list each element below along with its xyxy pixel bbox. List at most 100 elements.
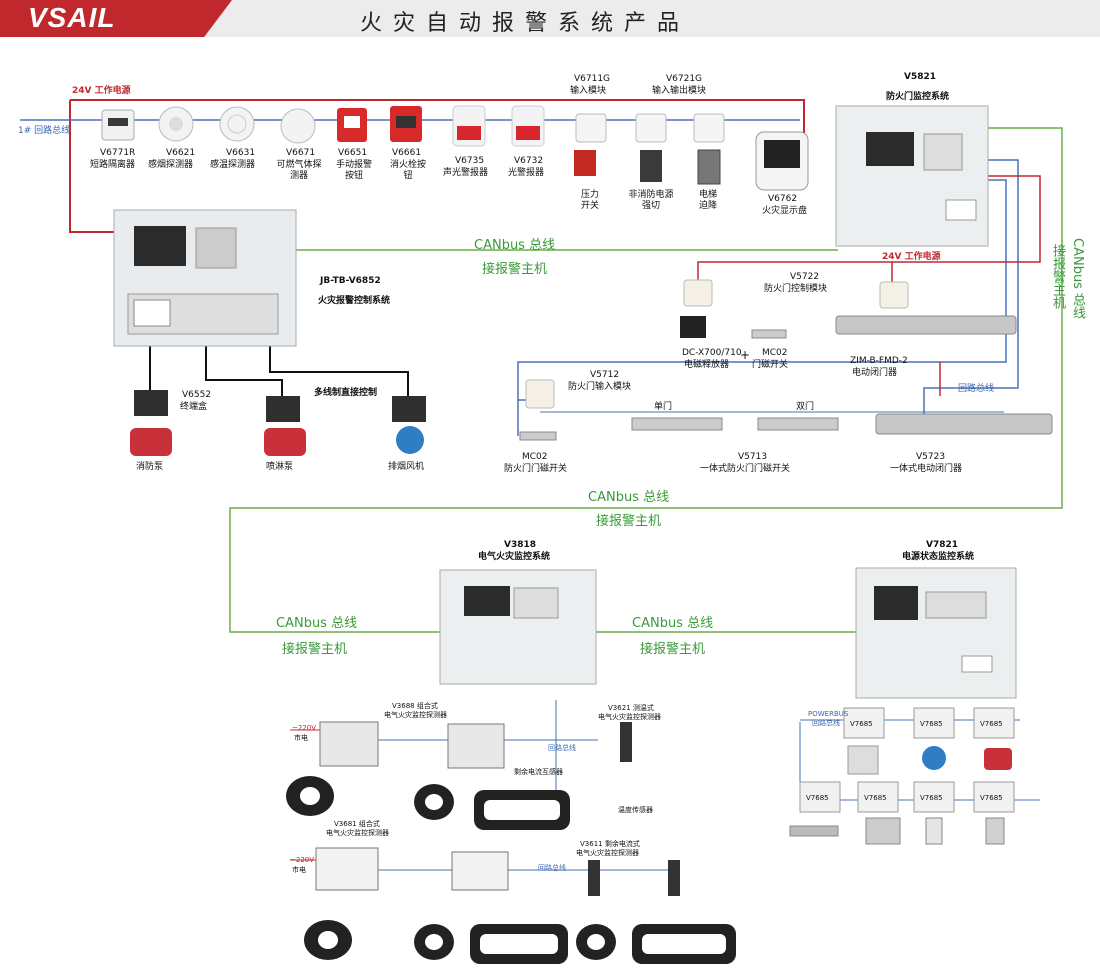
v6552-name: 终端盒	[180, 402, 208, 412]
v3611-model: V3611 剩余电流式	[580, 840, 640, 848]
dc-model: DC-X700/710	[682, 348, 742, 358]
v7685-4: V7685	[864, 794, 887, 802]
mid-host-label: 接报警主机	[596, 514, 662, 529]
power-cut-label: 非消防电源强切	[628, 190, 674, 211]
v3621-name: 电气火灾监控探测器	[598, 713, 661, 721]
device-name-5: 消火栓按钮	[390, 160, 427, 181]
left-canbus-label: CANbus 总线	[276, 616, 358, 631]
v6721g-name: 输入输出模块	[652, 86, 707, 96]
fan-label: 排烟风机	[388, 462, 425, 472]
v7821-model: V7821	[926, 540, 959, 550]
vertical-host-label: 接报警主机	[1050, 244, 1065, 309]
v7685-0: V7685	[850, 720, 873, 728]
v6762-model: V6762	[768, 194, 798, 204]
device-name-3: 可燃气体探测器	[276, 160, 322, 181]
v3688-model: V3688 组合式	[392, 702, 438, 710]
elevator-label: 电梯迫降	[698, 190, 717, 211]
door-power-label: 24V 工作电源	[882, 252, 941, 262]
v7685-6: V7685	[980, 794, 1003, 802]
device-name-2: 感温探测器	[210, 160, 256, 170]
main-panel-model: JB-TB-V6852	[320, 276, 381, 286]
elec-loop-label: 回路总线	[548, 744, 576, 752]
v5722-model: V5722	[790, 272, 820, 282]
right-canbus-label: CANbus 总线	[632, 616, 714, 631]
v6721g-model: V6721G	[666, 74, 703, 84]
multiline-control-label: 多线制直接控制	[314, 388, 378, 398]
v5712-model: V5712	[590, 370, 620, 380]
device-name-6: 声光警报器	[443, 168, 489, 178]
page-title: 火 灾 自 动 报 警 系 统 产 品	[360, 11, 681, 36]
v3818-name: 电气火灾监控系统	[478, 552, 551, 562]
mains1-label: ~220V	[292, 724, 317, 732]
powerbus-label: POWERBUS 回路总线	[808, 710, 849, 727]
mains2b-label: 市电	[292, 866, 306, 874]
right-host-label: 接报警主机	[640, 642, 706, 657]
mc02a-name: 门磁开关	[752, 360, 789, 370]
device-model-2: V6631	[226, 148, 256, 158]
device-name-0: 短路隔离器	[90, 160, 136, 170]
residual-label: 剩余电流互感器	[514, 768, 563, 776]
power-label: 24V 工作电源	[72, 86, 131, 96]
device-model-1: V6621	[166, 148, 196, 158]
mc02a-model: MC02	[762, 348, 788, 358]
device-model-6: V6735	[455, 156, 485, 166]
v3611-name: 电气火灾监控探测器	[576, 849, 639, 857]
pump2-label: 喷淋泵	[266, 462, 294, 472]
device-model-4: V6651	[338, 148, 368, 158]
v7685-5: V7685	[920, 794, 943, 802]
v3688-name: 电气火灾监控探测器	[384, 711, 447, 719]
plus-sign: +	[740, 348, 751, 362]
pump1-label: 消防泵	[136, 462, 164, 472]
v5713-model: V5713	[738, 452, 768, 462]
v6552-model: V6552	[182, 390, 212, 400]
mc02b-name: 防火门门磁开关	[504, 464, 568, 474]
v3621-model: V3621 测温式	[608, 704, 654, 712]
double-door-label: 双门	[796, 402, 815, 412]
mains1b-label: 市电	[294, 734, 308, 742]
top-host-label: 接报警主机	[482, 262, 548, 277]
elec-loop2-label: 回路总线	[538, 864, 566, 872]
left-host-label: 接报警主机	[282, 642, 348, 657]
loop-label: 1# 回路总线	[18, 126, 71, 136]
device-model-7: V6732	[514, 156, 544, 166]
v7685-1: V7685	[920, 720, 943, 728]
device-model-5: V6661	[392, 148, 422, 158]
v5713-name: 一体式防火门门磁开关	[700, 464, 791, 474]
brand-logo: VSAIL	[28, 2, 116, 33]
v7685-2: V7685	[980, 720, 1003, 728]
device-model-3: V6671	[286, 148, 316, 158]
main-panel-name: 火灾报警控制系统	[318, 296, 391, 306]
device-name-4: 手动报警按钮	[335, 160, 372, 181]
door-loop-label: 回路总线	[958, 384, 995, 394]
v3681-model: V3681 组合式	[334, 820, 380, 828]
vertical-canbus-label: CANbus 总线	[1070, 238, 1085, 320]
device-name-7: 光警报器	[508, 168, 545, 178]
temp-sensor-label: 温度传感器	[618, 806, 653, 814]
device-model-0: V6771R	[100, 148, 136, 158]
v5821-model: V5821	[904, 72, 937, 82]
single-door-label: 单门	[654, 402, 673, 412]
v7685-3: V7685	[806, 794, 829, 802]
v6711g-name: 输入模块	[570, 86, 607, 96]
v5821-name: 防火门监控系统	[886, 92, 950, 102]
v3681-name: 电气火灾监控探测器	[326, 829, 389, 837]
v7821-name: 电源状态监控系统	[902, 552, 975, 562]
v6711g-model: V6711G	[574, 74, 611, 84]
device-name-1: 感烟探测器	[148, 160, 194, 170]
mc02b-model: MC02	[522, 452, 548, 462]
v5723-model: V5723	[916, 452, 946, 462]
pressure-switch-label: 压力开关	[580, 190, 599, 211]
zim-name: 电动闭门器	[852, 368, 898, 378]
v5722-name: 防火门控制模块	[764, 284, 828, 294]
v6762-name: 火灾显示盘	[762, 206, 808, 216]
mid-canbus-label: CANbus 总线	[588, 490, 670, 505]
brand-logo-bg	[0, 0, 232, 37]
v5723-name: 一体式电动闭门器	[890, 464, 963, 474]
mains2-label: ~220V	[290, 856, 315, 864]
top-canbus-label: CANbus 总线	[474, 238, 556, 253]
v5712-name: 防火门输入模块	[568, 382, 632, 392]
dc-name: 电磁释放器	[684, 360, 730, 370]
zim-model: ZIM-B-FMD-2	[850, 356, 908, 366]
v3818-model: V3818	[504, 540, 537, 550]
